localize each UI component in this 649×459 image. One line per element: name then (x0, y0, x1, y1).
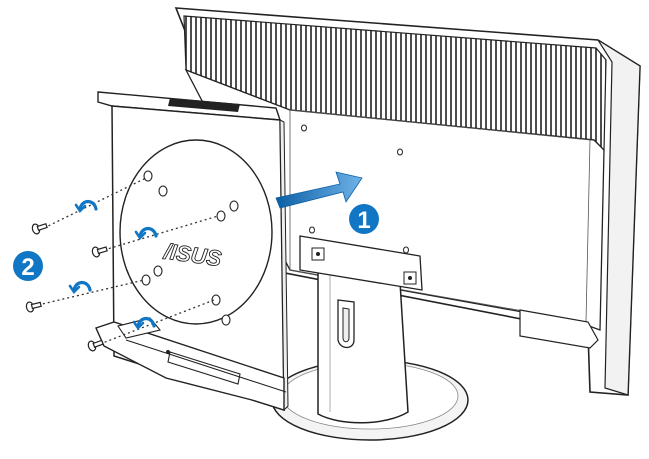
bracket-round-pad (119, 139, 273, 325)
step-1-push-arrow-icon (275, 171, 363, 209)
stand-neck (317, 269, 409, 424)
bracket-screw-holes (141, 170, 239, 326)
step-1-number: 1 (357, 207, 370, 234)
monitor-rear (174, 7, 641, 396)
rotate-arrow-icon (68, 199, 158, 331)
step-2-badge: 2 (13, 251, 43, 281)
screw-icon (25, 222, 108, 352)
step-1-badge: 1 (349, 204, 379, 234)
monitor-vesa-holes (301, 124, 409, 254)
screw-guide-lines (37, 177, 219, 345)
monitor-stand (271, 235, 469, 441)
step-2-number: 2 (21, 254, 34, 281)
mounting-bracket: /ISUS (95, 91, 289, 412)
